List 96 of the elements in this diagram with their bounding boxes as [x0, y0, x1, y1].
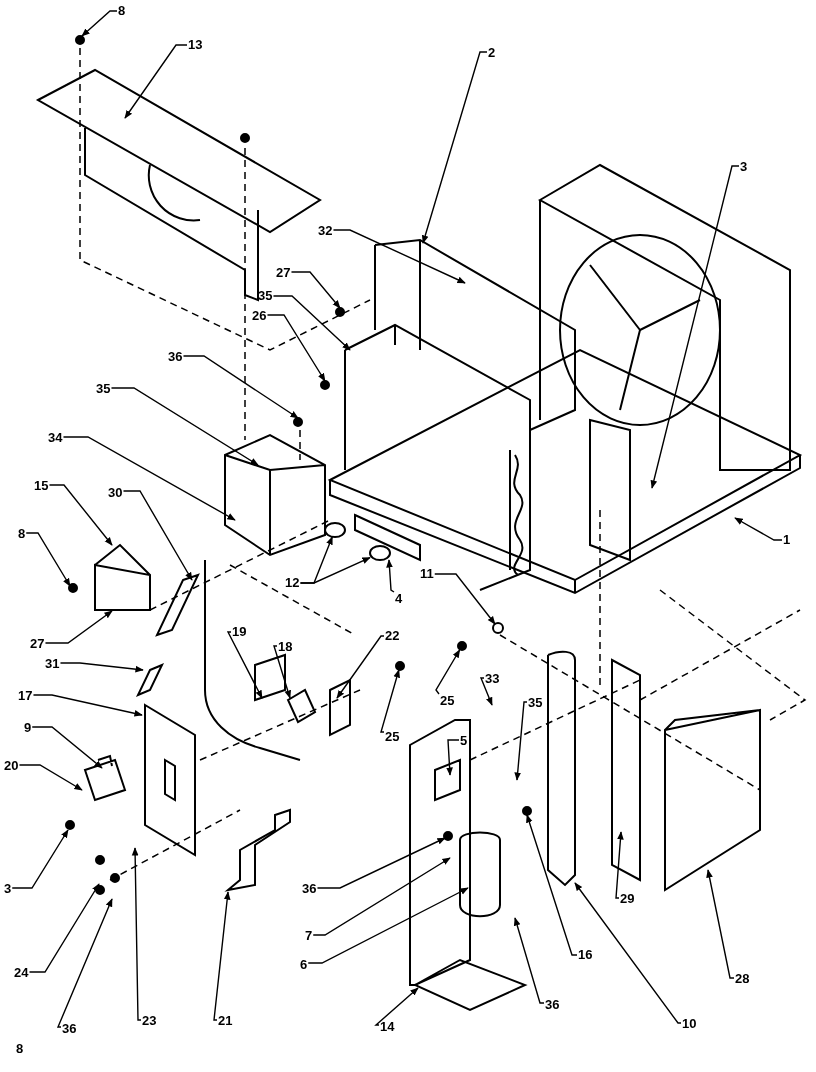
callout-number: 13 [188, 38, 203, 52]
callout-number: 7 [305, 929, 313, 943]
callout-number: 20 [4, 759, 19, 773]
callout-number: 8 [18, 527, 26, 541]
leader-line [56, 898, 113, 1028]
callout-number: 35 [258, 289, 273, 303]
leader-line [513, 917, 545, 1004]
leader-line [44, 610, 113, 644]
leader-line [124, 44, 188, 119]
callout-number: 19 [232, 625, 247, 639]
callout-number: 25 [440, 694, 455, 708]
leader-line [307, 887, 469, 964]
callout-number: 32 [318, 224, 333, 238]
callout-number: 22 [385, 629, 400, 643]
leader-line [574, 882, 682, 1024]
leader-line [11, 829, 69, 889]
leader-line [226, 631, 263, 699]
leader-line [374, 987, 419, 1026]
leader-line [182, 355, 299, 419]
callout-number: 27 [30, 637, 45, 651]
callout-number: 25 [385, 730, 400, 744]
callout-number: 3 [4, 882, 12, 896]
callout-number: 35 [96, 382, 111, 396]
callout-number: 12 [285, 576, 300, 590]
leader-line [435, 649, 461, 695]
callout-number: 18 [278, 640, 293, 654]
leader-line [48, 484, 113, 546]
leader-line [299, 556, 371, 584]
callout-number: 4 [395, 592, 403, 606]
callout-number: 36 [168, 350, 183, 364]
callout-number: 36 [545, 998, 560, 1012]
leader-line [734, 517, 783, 541]
callout-number: 28 [735, 972, 750, 986]
callout-number: 14 [380, 1020, 395, 1034]
leader-line [312, 857, 451, 936]
leader-line [266, 314, 326, 382]
leader-line [131, 847, 142, 1021]
leader-line [316, 837, 446, 889]
callout-number: 29 [620, 892, 635, 906]
leader-line [18, 764, 83, 791]
callout-number: 21 [218, 1014, 233, 1028]
leader-line [25, 532, 71, 587]
callout-number: 24 [14, 966, 29, 980]
callout-number: 34 [48, 431, 63, 445]
callout-number: 15 [34, 479, 49, 493]
callout-number: 3 [740, 160, 748, 174]
leader-line [272, 295, 351, 351]
leader-line [62, 436, 236, 521]
callout-number: 5 [460, 734, 468, 748]
callout-number: 35 [528, 696, 543, 710]
callout-number: 23 [142, 1014, 157, 1028]
leader-line [332, 229, 466, 284]
leader-line [122, 490, 193, 581]
leader-line [31, 726, 103, 769]
callout-number: 33 [485, 672, 500, 686]
callout-number: 16 [578, 948, 593, 962]
gasket-drawing [369, 545, 391, 561]
callout-number: 2 [488, 46, 496, 60]
leader-line [386, 559, 395, 593]
leader-line [213, 891, 231, 1021]
leader-line [380, 669, 400, 733]
leader-line [336, 635, 385, 699]
page-number: 8 [16, 1042, 24, 1056]
callout-number: 8 [118, 4, 126, 18]
callout-number: 10 [682, 1017, 697, 1031]
leader-line [479, 677, 493, 706]
leader-line [434, 573, 496, 625]
strip-drawing [354, 513, 421, 562]
callout-number: 36 [62, 1022, 77, 1036]
leader-line [290, 271, 341, 309]
leader-line [273, 645, 291, 699]
callout-number: 27 [276, 266, 291, 280]
callout-number: 11 [420, 567, 434, 581]
screw-icon [457, 641, 467, 651]
callout-number: 26 [252, 309, 267, 323]
leader-line [59, 662, 144, 673]
screw-icon [395, 661, 405, 671]
gasket-drawing [324, 522, 346, 538]
callout-number: 31 [45, 657, 60, 671]
callout-number: 17 [18, 689, 33, 703]
leader-line [514, 701, 528, 781]
callout-number: 36 [302, 882, 317, 896]
leader-line [28, 883, 100, 973]
leader-line [615, 831, 624, 899]
leader-line [526, 814, 578, 956]
leader-line [81, 10, 118, 37]
leader-line [446, 739, 460, 776]
callout-number: 6 [300, 958, 308, 972]
callout-number: 1 [783, 533, 791, 547]
leader-line [32, 694, 143, 717]
leader-line [110, 387, 259, 466]
leader-line [421, 51, 488, 244]
leader-line [650, 165, 740, 489]
callout-number: 9 [24, 721, 32, 735]
callout-number: 30 [108, 486, 123, 500]
leader-line [706, 869, 735, 979]
